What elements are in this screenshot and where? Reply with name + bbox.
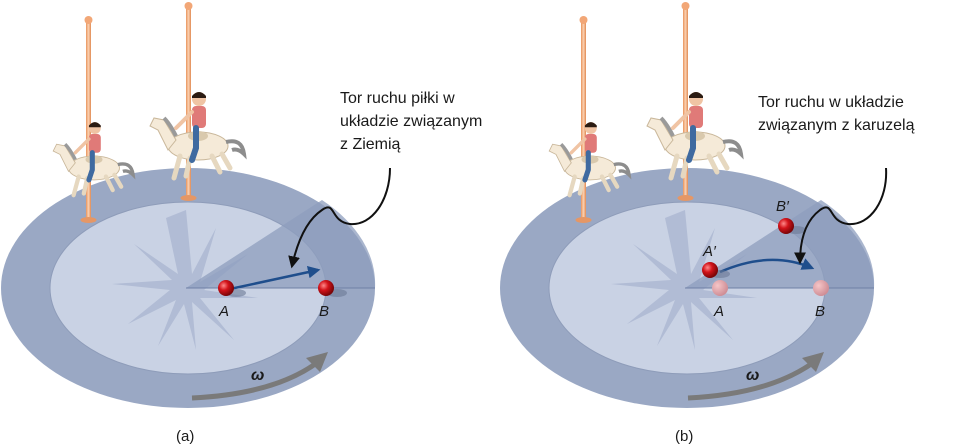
label-a: A (713, 303, 724, 320)
annotation-text-b: Tor ruchu w układzie związanym z karuzel… (758, 94, 915, 134)
ball-b-ghost (813, 280, 829, 296)
label-b: B (319, 303, 329, 320)
omega-arrow (191, 359, 320, 401)
caption-a: (a) (176, 428, 194, 445)
annotation-leader-b (794, 167, 888, 265)
pole-2 (683, 6, 688, 198)
pole-1 (581, 22, 586, 218)
carousel-horse-rider-left (549, 122, 629, 195)
omega-arrow (687, 359, 816, 401)
ball-a-ghost (712, 280, 728, 296)
carousel-horse-rider-right (647, 92, 741, 178)
ball-b-prime (778, 218, 794, 234)
carousel-horse-rider-right (150, 92, 244, 178)
label-a-prime: A′ (702, 243, 717, 260)
label-b-prime: B′ (776, 198, 790, 215)
omega-label: ω (251, 367, 264, 384)
caption-b: (b) (675, 428, 693, 445)
pole-1 (86, 22, 91, 218)
annotation-text-a: Tor ruchu piłki w układzie związanym z Z… (340, 90, 487, 153)
pole-2 (186, 6, 191, 198)
carousel-horse-rider-left (53, 122, 133, 195)
ball-path-arrow (229, 266, 321, 291)
omega-label: ω (746, 367, 759, 384)
label-b: B (815, 303, 825, 320)
ball-a (218, 280, 234, 296)
panel-b: A B A′ B′ ω Tor ruchu w układzie związan… (500, 2, 915, 445)
ball-b (318, 280, 334, 296)
annotation-leader-a (288, 167, 391, 269)
rotation-sector (186, 200, 376, 288)
panel-a: A B ω Tor ruchu piłki w układzie związan… (1, 2, 487, 445)
ball-path-arrow (719, 258, 815, 274)
label-a: A (218, 303, 229, 320)
ball-a-prime (702, 262, 718, 278)
